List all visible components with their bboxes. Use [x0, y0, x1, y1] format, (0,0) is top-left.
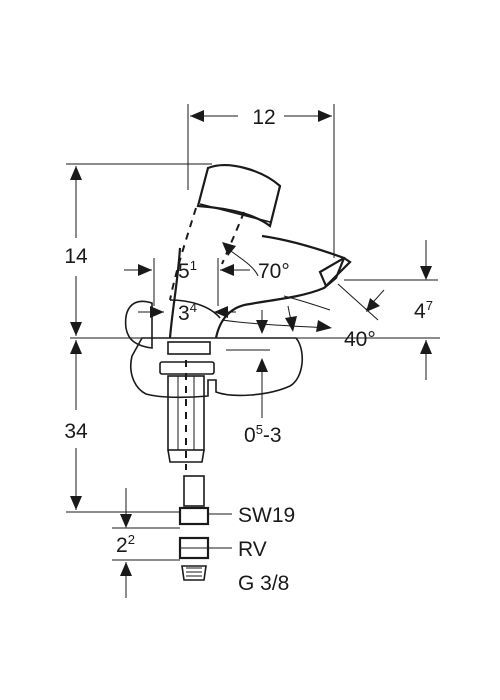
angle-spout: 40°	[337, 283, 385, 351]
dimension-label-3-4: 34	[178, 300, 197, 325]
dimension-label-0-5-3: 05-3	[244, 422, 282, 447]
spout-swing-arrows	[221, 295, 332, 334]
dimension-spout-offset: 51	[124, 258, 250, 306]
dimension-counter-thickness: 05-3	[244, 358, 282, 447]
dimension-base-offset: 34	[138, 300, 236, 325]
dimension-label-34: 34	[64, 420, 88, 443]
dimension-top-width: 12	[187, 104, 335, 258]
angle-label-40: 40°	[344, 328, 376, 351]
dimension-connector-offset: 22	[112, 488, 180, 598]
dimension-label-5-1: 51	[178, 258, 197, 283]
connection-assembly	[159, 341, 215, 581]
callout-rv: RV	[208, 538, 267, 561]
tap-body	[168, 164, 352, 339]
dimension-height-upper: 14	[64, 163, 212, 336]
callout-label-g38: G 3/8	[238, 572, 289, 595]
dimension-label-4-7: 47	[414, 298, 433, 323]
dimension-label-12: 12	[252, 106, 275, 129]
angle-lever: 70°	[222, 242, 290, 283]
dimension-label-14: 14	[64, 245, 88, 268]
dimension-label-2-2: 22	[116, 532, 135, 557]
callout-thread: G 3/8	[238, 572, 289, 595]
callout-sw19: SW19	[208, 504, 295, 527]
callout-label-sw19: SW19	[238, 504, 295, 527]
dimension-outlet-height: 47	[344, 240, 438, 380]
dimension-height-lower: 34	[64, 340, 180, 513]
angle-label-70: 70°	[258, 260, 290, 283]
callout-label-rv: RV	[238, 538, 267, 561]
